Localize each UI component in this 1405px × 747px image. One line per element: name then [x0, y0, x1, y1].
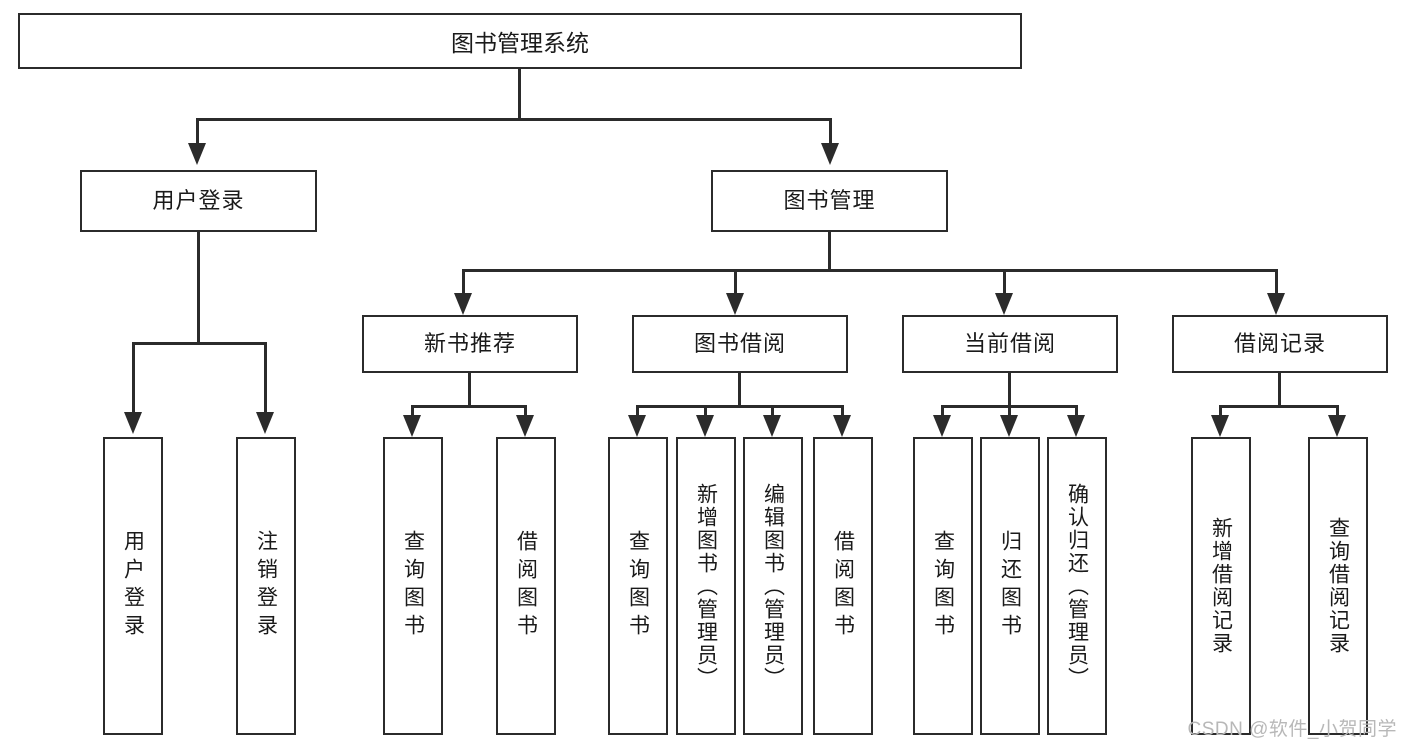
connector-book-manage-stem [828, 232, 831, 271]
connector-user-login-bus [132, 342, 267, 345]
connector-drop-leaf-login-1 [132, 342, 135, 414]
node-borrow-record[interactable]: 借阅记录 [1172, 315, 1388, 373]
connector-drop-borrow-1 [636, 405, 639, 417]
connector-drop-book-manage [829, 118, 832, 145]
node-book-borrow[interactable]: 图书借阅 [632, 315, 848, 373]
leaf-borrow-add-book-admin[interactable]: 新增图书（管理员） [676, 437, 736, 735]
connector-drop-rec-2 [524, 405, 527, 417]
arrowhead-current-1 [933, 415, 951, 437]
leaf-borrow-edit-book-admin[interactable]: 编辑图书（管理员） [743, 437, 803, 735]
connector-drop-new-book-rec [462, 269, 465, 295]
arrowhead-borrow-1 [628, 415, 646, 437]
connector-new-book-rec-bus [411, 405, 527, 408]
arrowhead-record-1 [1211, 415, 1229, 437]
leaf-user-login[interactable]: 用户登录 [103, 437, 163, 735]
connector-drop-borrow-4 [841, 405, 844, 417]
arrowhead-record-2 [1328, 415, 1346, 437]
connector-book-borrow-stem [738, 373, 741, 407]
connector-drop-borrow-3 [771, 405, 774, 417]
connector-drop-current-3 [1075, 405, 1078, 417]
arrowhead-leaf-login-1 [124, 412, 142, 434]
connector-level3-bus [462, 269, 1278, 272]
connector-current-borrow-stem [1008, 373, 1011, 407]
leaf-rec-query-book[interactable]: 查询图书 [383, 437, 443, 735]
arrowhead-borrow-record [1267, 293, 1285, 315]
node-user-login[interactable]: 用户登录 [80, 170, 317, 232]
arrowhead-user-login [188, 143, 206, 165]
leaf-current-query-book[interactable]: 查询图书 [913, 437, 973, 735]
connector-drop-current-borrow [1003, 269, 1006, 295]
connector-drop-book-borrow [734, 269, 737, 295]
node-new-book-recommend[interactable]: 新书推荐 [362, 315, 578, 373]
connector-drop-current-2 [1008, 405, 1011, 417]
connector-root-stem [518, 69, 521, 120]
arrowhead-borrow-3 [763, 415, 781, 437]
connector-drop-leaf-login-2 [264, 342, 267, 414]
connector-drop-record-2 [1336, 405, 1339, 417]
arrowhead-leaf-login-2 [256, 412, 274, 434]
node-book-management[interactable]: 图书管理 [711, 170, 948, 232]
arrowhead-current-3 [1067, 415, 1085, 437]
arrowhead-borrow-4 [833, 415, 851, 437]
leaf-logout[interactable]: 注销登录 [236, 437, 296, 735]
connector-level1-bus [196, 118, 832, 121]
arrowhead-rec-2 [516, 415, 534, 437]
arrowhead-current-2 [1000, 415, 1018, 437]
arrowhead-book-borrow [726, 293, 744, 315]
connector-user-login-stem [197, 232, 200, 344]
arrowhead-rec-1 [403, 415, 421, 437]
leaf-record-add-borrow-record[interactable]: 新增借阅记录 [1191, 437, 1251, 735]
connector-drop-rec-1 [411, 405, 414, 417]
arrowhead-new-book-rec [454, 293, 472, 315]
connector-book-borrow-bus [636, 405, 844, 408]
node-root-book-management-system[interactable]: 图书管理系统 [18, 13, 1022, 69]
connector-borrow-record-bus [1219, 405, 1339, 408]
arrowhead-current-borrow [995, 293, 1013, 315]
connector-drop-user-login [196, 118, 199, 145]
connector-drop-borrow-2 [704, 405, 707, 417]
arrowhead-borrow-2 [696, 415, 714, 437]
arrowhead-book-manage [821, 143, 839, 165]
connector-drop-record-1 [1219, 405, 1222, 417]
leaf-record-query-borrow-record[interactable]: 查询借阅记录 [1308, 437, 1368, 735]
connector-new-book-rec-stem [468, 373, 471, 407]
connector-borrow-record-stem [1278, 373, 1281, 407]
connector-drop-current-1 [941, 405, 944, 417]
connector-drop-borrow-record [1275, 269, 1278, 295]
leaf-current-return-book[interactable]: 归还图书 [980, 437, 1040, 735]
leaf-rec-borrow-book[interactable]: 借阅图书 [496, 437, 556, 735]
leaf-borrow-query-book[interactable]: 查询图书 [608, 437, 668, 735]
leaf-current-confirm-return-admin[interactable]: 确认归还（管理员） [1047, 437, 1107, 735]
leaf-borrow-borrow-book[interactable]: 借阅图书 [813, 437, 873, 735]
node-current-borrow[interactable]: 当前借阅 [902, 315, 1118, 373]
